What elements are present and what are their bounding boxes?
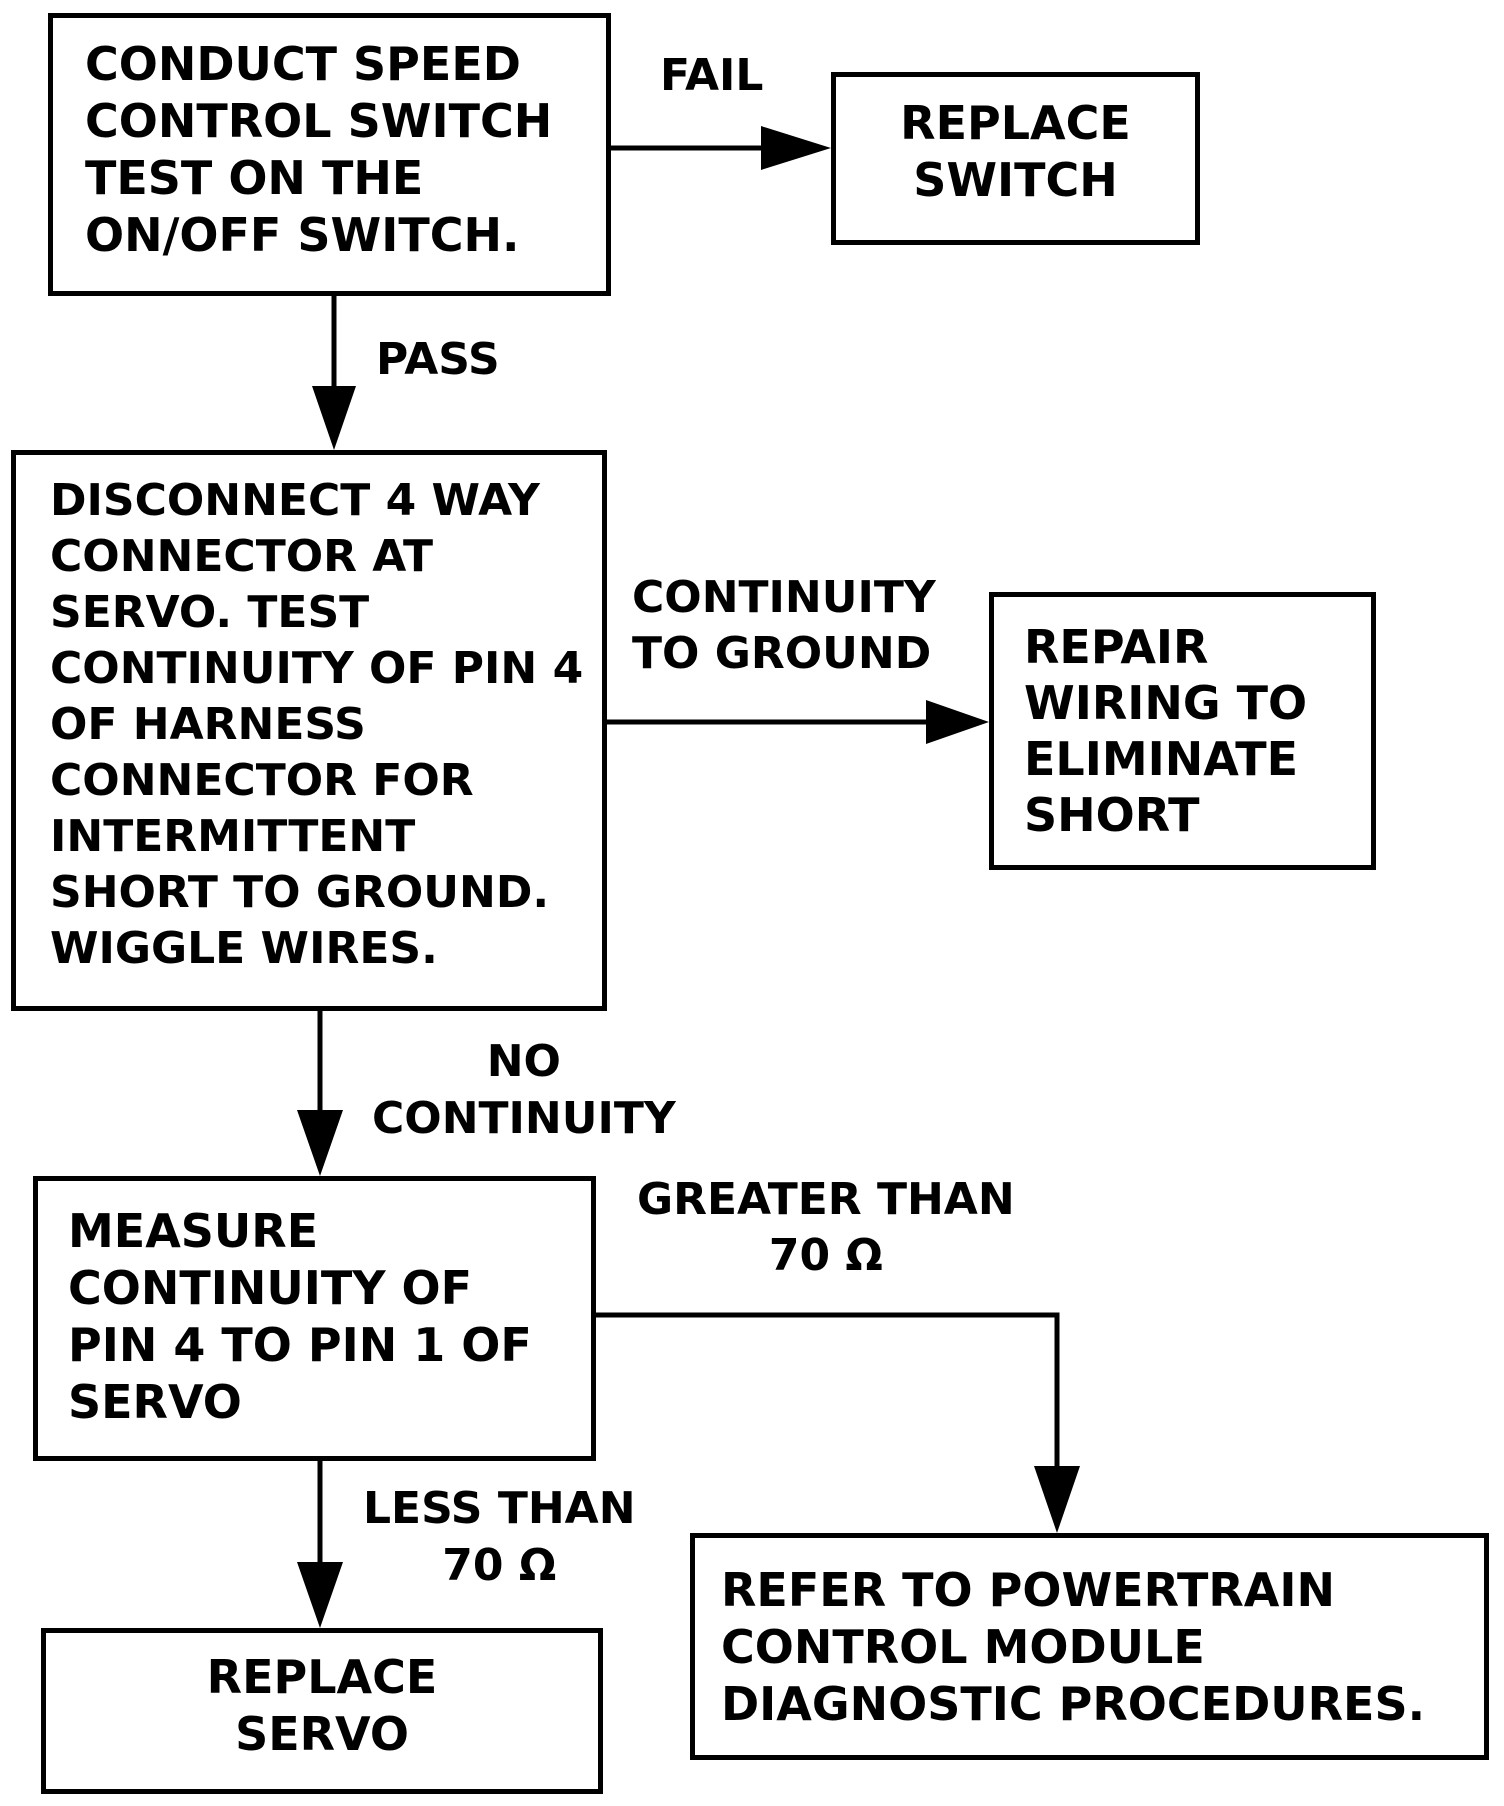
arrowhead-greater-than (1034, 1466, 1080, 1533)
box-replace-servo: REPLACE SERVO (41, 1628, 603, 1794)
arrowhead-less-than (297, 1562, 343, 1628)
box-disconnect-connector-test: DISCONNECT 4 WAY CONNECTOR AT SERVO. TES… (11, 450, 607, 1011)
edge-label-line: GREATER THAN (637, 1174, 1015, 1225)
box-text-line: CONTINUITY OF PIN 4 (50, 643, 584, 694)
box-text-line: SERVO (68, 1375, 242, 1429)
box-text-line: CONTINUITY OF (68, 1261, 473, 1315)
box-text-line: ELIMINATE (1024, 732, 1299, 786)
box-text-line: SHORT TO GROUND. (50, 867, 550, 918)
box-text-line: CONNECTOR AT (50, 531, 433, 582)
box-text-line: CONDUCT SPEED (85, 37, 521, 91)
box-text-line: TEST ON THE (85, 151, 424, 205)
edge-label-line: CONTINUITY (632, 572, 936, 623)
box-measure-continuity: MEASURE CONTINUITY OF PIN 4 TO PIN 1 OF … (33, 1176, 596, 1461)
edge-label-pass: PASS (376, 334, 500, 385)
box-text-line: DISCONNECT 4 WAY (50, 475, 540, 526)
edge-label-line: 70 Ω (442, 1540, 557, 1591)
box-text-line: REPAIR (1024, 620, 1209, 674)
box-text-line: WIRING TO (1024, 676, 1308, 730)
box-text-line: INTERMITTENT (50, 811, 416, 862)
box-text-line: REFER TO POWERTRAIN (721, 1563, 1335, 1617)
box-repair-wiring: REPAIR WIRING TO ELIMINATE SHORT (989, 592, 1376, 870)
edge-label-line: CONTINUITY (372, 1093, 676, 1144)
box-text-line: CONTROL MODULE (721, 1620, 1205, 1674)
edge-label-line: NO (486, 1036, 561, 1087)
box-text-line: DIAGNOSTIC PROCEDURES. (721, 1677, 1426, 1731)
edge-label-line: 70 Ω (768, 1230, 883, 1281)
edge-label-line: LESS THAN (363, 1483, 636, 1534)
edge-label-fail: FAIL (660, 50, 763, 101)
box-text-line: SWITCH (913, 153, 1118, 207)
edge-label-continuity-to-ground: CONTINUITY TO GROUND (632, 570, 936, 682)
edge-label-no-continuity: NO CONTINUITY (372, 1033, 676, 1147)
arrowhead-pass (312, 386, 356, 450)
box-text-line: ON/OFF SWITCH. (85, 208, 520, 262)
edge-label-less-than-70-ohm: LESS THAN 70 Ω (363, 1480, 636, 1594)
connector-greater-than (596, 1312, 1060, 1488)
arrowhead-no-continuity (297, 1110, 343, 1176)
box-text-line: SERVO (235, 1707, 409, 1761)
box-text-line: SHORT (1024, 788, 1200, 842)
edge-label-line: TO GROUND (632, 628, 932, 679)
box-text-line: WIGGLE WIRES. (50, 923, 438, 974)
box-text-line: REPLACE (900, 96, 1131, 150)
box-text-line: CONNECTOR FOR (50, 755, 474, 806)
box-text-line: MEASURE (68, 1204, 319, 1258)
box-replace-switch: REPLACE SWITCH (831, 72, 1200, 245)
box-text-line: REPLACE (206, 1650, 438, 1704)
box-text-line: OF HARNESS (50, 699, 366, 750)
edge-label-line: FAIL (660, 50, 764, 101)
box-text-line: SERVO. TEST (50, 587, 370, 638)
arrowhead-fail (761, 126, 831, 170)
box-speed-control-switch-test: CONDUCT SPEED CONTROL SWITCH TEST ON THE… (48, 13, 611, 296)
box-text-line: CONTROL SWITCH (85, 94, 553, 148)
box-refer-powertrain-control-module: REFER TO POWERTRAIN CONTROL MODULE DIAGN… (690, 1533, 1489, 1760)
arrowhead-continuity-to-ground (926, 700, 989, 744)
edge-label-line: PASS (376, 334, 500, 385)
box-text-line: PIN 4 TO PIN 1 OF (68, 1318, 532, 1372)
edge-label-greater-than-70-ohm: GREATER THAN 70 Ω (637, 1172, 1015, 1284)
